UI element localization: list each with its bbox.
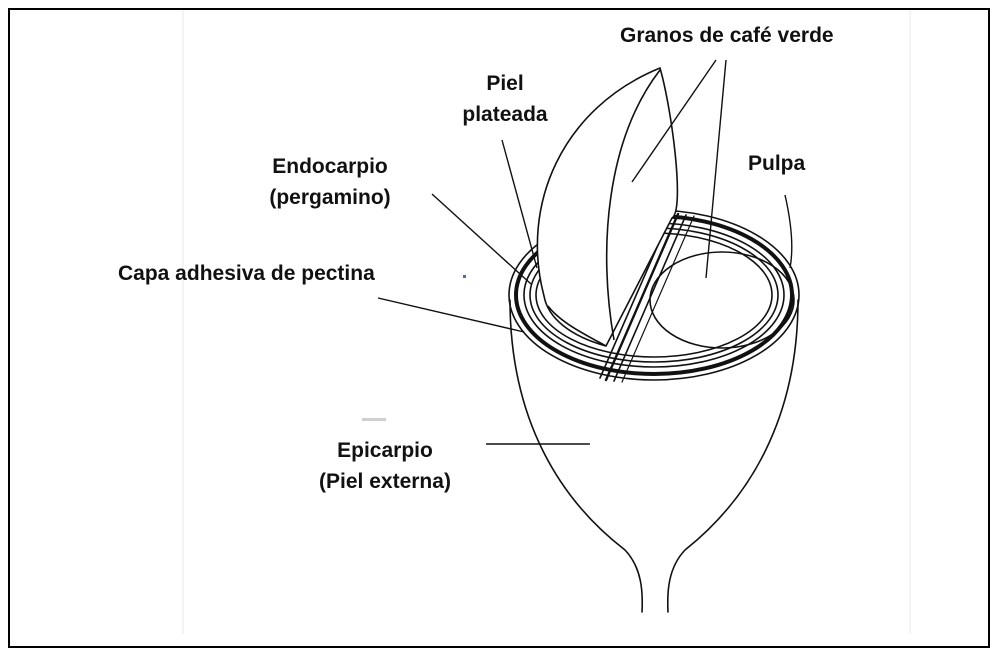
label-silver-skin-line1: Piel [440,70,570,97]
label-pectin-layer: Capa adhesiva de pectina [118,260,375,287]
label-green-beans: Granos de café verde [620,22,834,49]
leader-pulp [785,195,792,268]
stray-mark-1 [463,275,466,278]
label-epicarp-line2: (Piel externa) [290,468,480,495]
label-endocarp-line1: Endocarpio [240,153,420,180]
label-silver-skin-line2: plateada [440,101,570,128]
leader-endocarp [432,194,531,284]
leader-silver-skin [502,140,537,268]
label-endocarp-line2: (pergamino) [240,184,420,211]
stray-mark-2 [362,418,386,421]
label-epicarp-line1: Epicarpio [290,437,480,464]
leader-pectin [378,298,524,332]
label-pulp: Pulpa [748,150,805,177]
